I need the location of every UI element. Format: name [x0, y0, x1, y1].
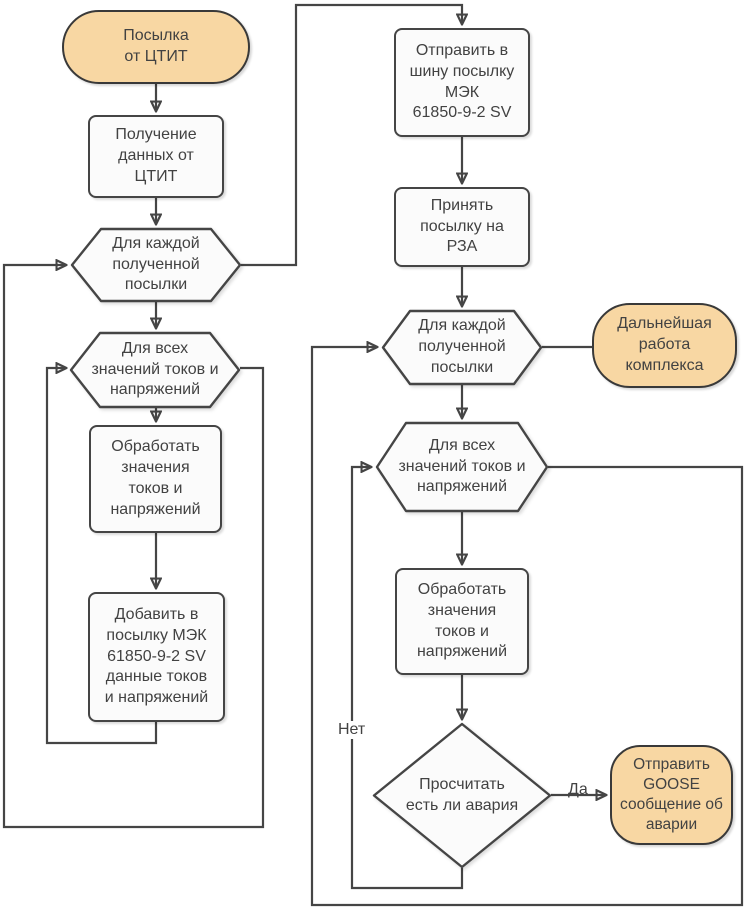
node-loop-each-parcel-left: Для каждой полученной посылки [70, 227, 242, 303]
node-start-label: Посылка от ЦТИТ [123, 27, 189, 65]
node-receive-on-rza-label: Принять посылку на РЗА [420, 196, 504, 256]
edge-label-yes: Да [568, 781, 588, 798]
node-further-work-label: Дальнейшая работа комплекса [617, 315, 712, 374]
node-start-terminal: Посылка от ЦТИТ [62, 10, 250, 84]
node-further-work-terminal: Дальнейшая работа комплекса [592, 303, 737, 388]
node-process-values-left-label: Обработать значения токов и напряжений [110, 438, 201, 518]
node-loop-all-values-left-label: Для всех значений токов и напряжений [91, 339, 219, 399]
node-send-to-bus: Отправить в шину посылку МЭК 61850-9-2 S… [394, 28, 530, 137]
node-loop-all-values-right: Для всех значений токов и напряжений [375, 421, 549, 513]
hexagon-shape [375, 421, 549, 513]
node-loop-all-values-right-label: Для всех значений токов и напряжений [398, 436, 526, 496]
node-add-to-parcel-label: Добавить в посылку МЭК 61850-9-2 SV данн… [104, 606, 209, 707]
edge-loop-values-loopback-to-loop-parcel-left [2, 265, 265, 829]
node-check-fault-label: Просчитать есть ли авария [405, 775, 519, 814]
node-receive-data-label: Получение данных от ЦТИТ [115, 126, 197, 185]
edge-loop-values-loopback-to-loop-parcel-right [310, 347, 744, 907]
node-process-values-right-label: Обработать значения токов и напряжений [416, 580, 508, 661]
edge-label-no: Нет [336, 721, 368, 739]
node-send-goose-label: Отправить GOOSE сообщение об аварии [620, 755, 723, 834]
node-loop-each-parcel-left-label: Для каждой полученной посылки [112, 234, 200, 294]
hexagon-shape [381, 309, 543, 386]
edge-check-fault-no-loopback [350, 467, 464, 890]
edge-loop-parcel-left-to-send-to-bus [241, 3, 462, 267]
node-send-goose-terminal: Отправить GOOSE сообщение об аварии [610, 745, 733, 845]
diamond-shape [372, 722, 552, 869]
node-loop-all-values-left: Для всех значений токов и напряжений [69, 331, 241, 409]
node-add-to-parcel: Добавить в посылку МЭК 61850-9-2 SV данн… [88, 592, 225, 722]
node-loop-each-parcel-right: Для каждой полученной посылки [381, 309, 543, 386]
node-loop-each-parcel-right-label: Для каждой полученной посылки [418, 317, 506, 376]
hexagon-shape [69, 331, 241, 409]
node-send-to-bus-label: Отправить в шину посылку МЭК 61850-9-2 S… [409, 41, 515, 122]
hexagon-shape [70, 227, 242, 303]
node-check-fault-decision: Просчитать есть ли авария [372, 722, 552, 869]
edge-add-loopback-to-loop-values-left [45, 368, 158, 745]
node-process-values-left: Обработать значения токов и напряжений [89, 425, 222, 533]
node-process-values-right: Обработать значения токов и напряжений [395, 568, 529, 675]
node-receive-data: Получение данных от ЦТИТ [88, 115, 224, 198]
node-receive-on-rza: Принять посылку на РЗА [394, 187, 530, 267]
